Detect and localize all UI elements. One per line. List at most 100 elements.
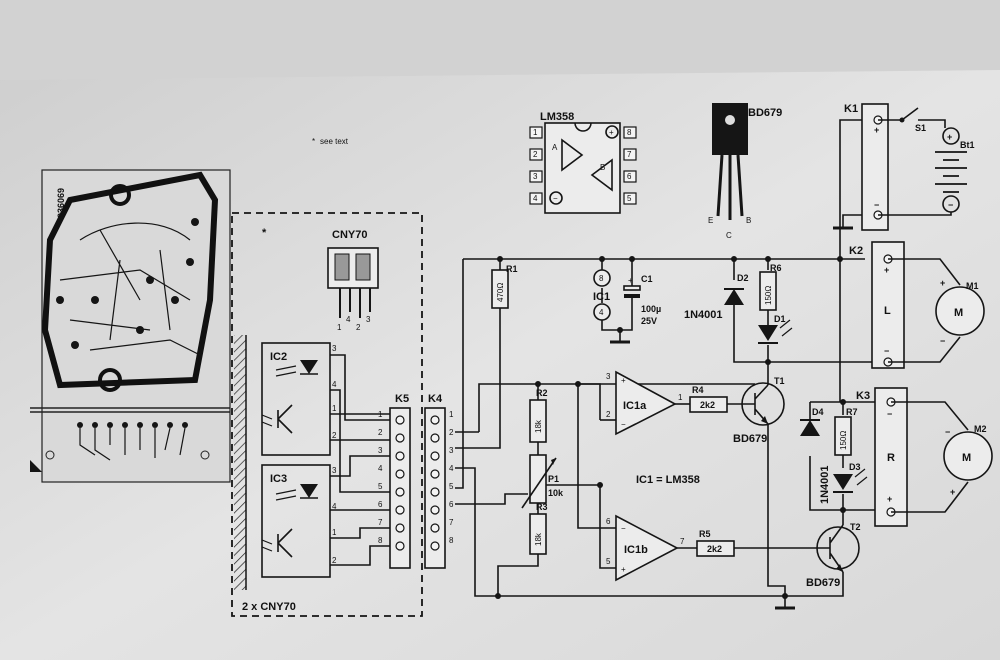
k5-pin bbox=[395, 487, 405, 497]
svg-text:6: 6 bbox=[627, 172, 632, 181]
led-d1: D1 bbox=[758, 314, 793, 344]
svg-text:−: − bbox=[948, 200, 953, 210]
bd679-title: BD679 bbox=[748, 107, 782, 119]
svg-text:1: 1 bbox=[678, 393, 683, 402]
k5-pin bbox=[395, 433, 405, 443]
svg-text:R7: R7 bbox=[846, 407, 858, 417]
svg-text:+: + bbox=[887, 494, 892, 504]
k5-pin bbox=[395, 451, 405, 461]
svg-text:−: − bbox=[887, 409, 892, 419]
svg-text:BD679: BD679 bbox=[733, 433, 767, 445]
k5-pin-number: 8 bbox=[378, 536, 383, 545]
ic1-supply: 8 IC1 4 bbox=[593, 269, 611, 321]
cny70-title: CNY70 bbox=[332, 229, 367, 241]
svg-text:M2: M2 bbox=[974, 424, 987, 434]
svg-text:1N4001: 1N4001 bbox=[684, 309, 723, 321]
svg-text:R6: R6 bbox=[770, 263, 782, 273]
resistor-r6: R6 150Ω bbox=[759, 263, 782, 311]
lm358-opamp-b-icon bbox=[590, 158, 613, 192]
svg-text:−: − bbox=[621, 420, 626, 429]
svg-text:7: 7 bbox=[680, 537, 685, 546]
svg-text:C: C bbox=[726, 231, 732, 240]
svg-text:8: 8 bbox=[599, 274, 604, 283]
opamp-ic1a: IC1a + − 3 2 1 bbox=[606, 370, 683, 436]
resistor-r7: R7 150Ω bbox=[834, 407, 858, 456]
svg-text:4: 4 bbox=[346, 315, 351, 324]
battery-bt1: + Bt1 − bbox=[878, 127, 975, 216]
k4-pin-number: 4 bbox=[449, 464, 454, 473]
pcb-layout: 936069 bbox=[30, 169, 231, 483]
svg-text:R5: R5 bbox=[699, 529, 711, 539]
svg-text:R3: R3 bbox=[536, 502, 548, 512]
k5-pin-number: 4 bbox=[378, 464, 383, 473]
ic1b-label: IC1b bbox=[624, 544, 648, 556]
svg-text:2: 2 bbox=[356, 323, 361, 332]
resistor-r2: R2 18k bbox=[529, 388, 548, 443]
svg-text:2k2: 2k2 bbox=[707, 544, 722, 554]
svg-text:R1: R1 bbox=[506, 264, 518, 274]
svg-text:25V: 25V bbox=[641, 316, 657, 326]
svg-text:5: 5 bbox=[627, 194, 632, 203]
diode-d4: D4 1N4001 bbox=[800, 407, 831, 504]
svg-text:4: 4 bbox=[533, 194, 538, 203]
k5-pin bbox=[395, 523, 405, 533]
ic3-phototransistor-icon bbox=[277, 528, 293, 558]
svg-text:18k: 18k bbox=[534, 532, 543, 546]
svg-text:K2: K2 bbox=[849, 245, 863, 257]
k4-pin-number: 3 bbox=[449, 446, 454, 455]
opamp-ic1b: IC1b − + 6 5 7 bbox=[606, 514, 685, 582]
potentiometer-p1: P1 10k bbox=[521, 454, 564, 509]
lm358-left-pins: 1 2 3 4 bbox=[529, 126, 543, 205]
note-star: * bbox=[312, 137, 315, 146]
svg-text:B: B bbox=[600, 163, 605, 172]
svg-text:6: 6 bbox=[606, 517, 611, 526]
pcb-pads bbox=[56, 184, 199, 392]
resistor-r3: R3 18k bbox=[529, 502, 548, 555]
k5-pin bbox=[395, 505, 405, 515]
svg-text:4: 4 bbox=[599, 308, 604, 317]
bd679-package: BD679 E C B bbox=[708, 103, 782, 240]
k5-pin-number: 3 bbox=[378, 446, 383, 455]
see-text-note: see text bbox=[320, 137, 349, 146]
svg-text:D3: D3 bbox=[849, 462, 861, 472]
ic2-phototransistor-icon bbox=[277, 404, 293, 434]
svg-text:+: + bbox=[628, 276, 633, 285]
svg-text:−: − bbox=[874, 200, 879, 210]
svg-text:−: − bbox=[945, 427, 950, 437]
svg-text:−: − bbox=[621, 524, 626, 533]
k4-pin bbox=[430, 487, 440, 497]
ic3-led-icon bbox=[300, 484, 318, 498]
k4-pin bbox=[430, 415, 440, 425]
svg-text:M: M bbox=[954, 307, 963, 319]
k4-label: K4 bbox=[428, 393, 443, 405]
svg-text:M1: M1 bbox=[966, 281, 979, 291]
pcb-connector-pads bbox=[77, 422, 188, 461]
k5-pin bbox=[395, 415, 405, 425]
k5-pin bbox=[395, 541, 405, 551]
svg-text:D1: D1 bbox=[774, 314, 786, 324]
svg-text:7: 7 bbox=[627, 150, 632, 159]
svg-text:B: B bbox=[746, 216, 751, 225]
svg-text:2: 2 bbox=[533, 150, 538, 159]
k5-pin-number: 5 bbox=[378, 482, 383, 491]
svg-text:4: 4 bbox=[332, 502, 337, 511]
svg-text:+: + bbox=[947, 132, 952, 142]
svg-text:K3: K3 bbox=[856, 390, 870, 402]
cny70-module: * CNY70 1 4 2 3 2 x CNY70 IC2 3 4 1 2 bbox=[231, 212, 423, 617]
svg-text:100µ: 100µ bbox=[641, 304, 661, 314]
motor-m1: M M1 + − bbox=[888, 258, 985, 363]
lm358-opamp-a-icon bbox=[561, 138, 584, 172]
svg-text:P1: P1 bbox=[548, 474, 559, 484]
svg-text:1: 1 bbox=[332, 404, 337, 413]
k4-pin-number: 6 bbox=[449, 500, 454, 509]
svg-text:1: 1 bbox=[337, 323, 342, 332]
svg-text:M: M bbox=[962, 452, 971, 464]
diode-d2: D2 1N4001 bbox=[684, 273, 749, 321]
svg-text:5: 5 bbox=[606, 557, 611, 566]
k4-pin bbox=[430, 433, 440, 443]
cny70-star: * bbox=[262, 227, 267, 239]
ic3-sensor: IC3 3 4 1 2 bbox=[261, 464, 337, 578]
